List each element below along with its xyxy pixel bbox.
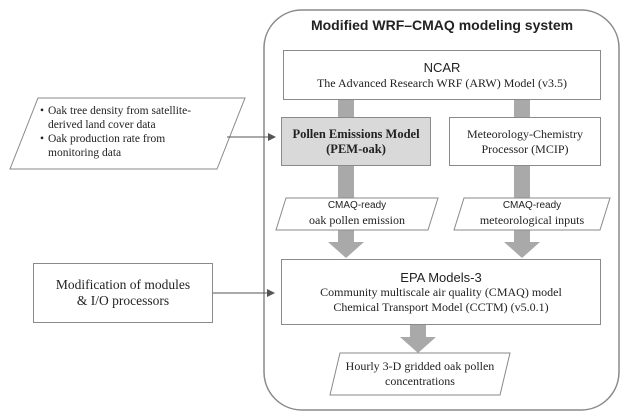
mcip-line2: Processor (MCIP) — [481, 141, 569, 156]
epa-line2: Chemical Transport Model (CCTM) (v5.0.1) — [333, 299, 549, 314]
system-container — [263, 9, 620, 411]
epa-models3-box: EPA Models-3 Community multiscale air qu… — [281, 259, 601, 325]
arrow-ncar-to-pem — [338, 99, 354, 117]
modification-box: Modification of modules & I/O processors — [33, 263, 213, 323]
system-title: Modified WRF–CMAQ modeling system — [310, 17, 574, 33]
pem-line1: Pollen Emissions Model — [292, 126, 420, 141]
met-inputs-parallelogram — [453, 197, 611, 231]
pollen-emission-label: CMAQ-ready — [327, 200, 387, 211]
arrow-mcip-to-met — [514, 166, 530, 198]
modification-line2: & I/O processors — [76, 293, 170, 308]
pollen-emission-parallelogram — [275, 197, 439, 231]
ncar-wrf-box: NCAR The Advanced Research WRF (ARW) Mod… — [283, 50, 601, 100]
input-data-list: Oak tree density from satellite- derived… — [40, 104, 200, 160]
ncar-title: NCAR — [423, 60, 461, 75]
met-inputs-text: CMAQ-ready meteorological inputs — [462, 200, 602, 228]
met-inputs-label: CMAQ-ready — [502, 200, 562, 211]
output-line1: Hourly 3-D gridded oak pollen — [345, 359, 495, 373]
pollen-emission-value: oak pollen emission — [309, 212, 405, 227]
ncar-subtitle: The Advanced Research WRF (ARW) Model (v… — [316, 75, 568, 90]
arrow-pem-to-emission — [338, 166, 354, 198]
input-data-item: Oak production rate from monitoring data — [40, 132, 200, 160]
epa-line1: Community multiscale air quality (CMAQ) … — [320, 285, 562, 300]
input-data-item-line: Oak tree density from satellite- — [48, 105, 192, 117]
pollen-emission-text: CMAQ-ready oak pollen emission — [290, 200, 424, 228]
epa-title: EPA Models-3 — [400, 269, 482, 285]
arrow-met-to-epa — [504, 230, 540, 258]
output-parallelogram — [329, 352, 511, 396]
arrow-epa-to-output — [400, 325, 436, 353]
mcip-line1: Meteorology-Chemistry — [467, 127, 583, 142]
modification-line1: Modification of modules — [55, 276, 191, 292]
pem-line2: (PEM-oak) — [326, 141, 386, 156]
input-data-item: Oak tree density from satellite- derived… — [40, 104, 200, 132]
met-inputs-value: meteorological inputs — [479, 212, 585, 227]
pem-oak-box: Pollen Emissions Model (PEM-oak) — [281, 117, 431, 166]
mcip-box: Meteorology-Chemistry Processor (MCIP) — [449, 117, 601, 166]
arrow-ncar-to-mcip — [514, 99, 530, 117]
input-data-item-line: monitoring data — [48, 147, 122, 160]
input-data-item-line: derived land cover data — [48, 119, 156, 132]
arrow-emission-to-epa — [328, 230, 364, 258]
output-line2: concentrations — [385, 374, 455, 388]
output-text: Hourly 3-D gridded oak pollen concentrat… — [340, 359, 500, 389]
input-data-item-line: Oak production rate from — [48, 133, 166, 146]
